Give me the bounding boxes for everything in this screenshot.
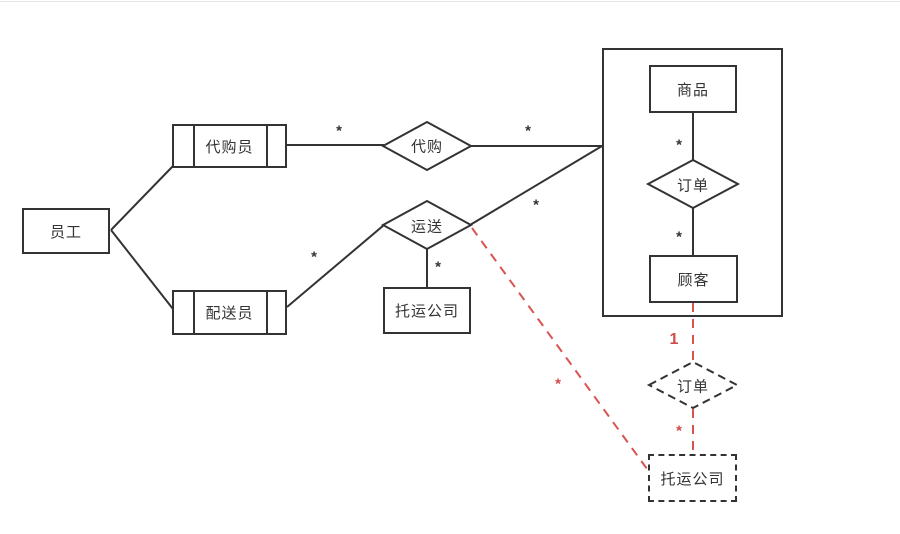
entity-shipping-company: 托运公司 <box>383 287 471 334</box>
edge-employee-purchasing-agent <box>110 165 174 231</box>
entity-customer: 顾客 <box>649 255 738 303</box>
entity-shipping-company-dashed-label: 托运公司 <box>660 470 725 488</box>
double-bar-right <box>266 292 268 333</box>
cardinality-label: * <box>676 422 682 440</box>
cardinality-label: * <box>435 258 441 276</box>
double-bar-right <box>266 126 268 166</box>
cardinality-label-one: 1 <box>669 331 679 348</box>
entity-purchasing-agent: 代购员 <box>172 124 287 168</box>
entity-delivery-agent-label: 配送员 <box>205 305 254 322</box>
entity-delivery-agent: 配送员 <box>172 290 287 335</box>
edge-delivery-agent-transport <box>286 224 385 308</box>
entity-product-label: 商品 <box>676 81 709 99</box>
double-bar-left <box>193 292 195 333</box>
entity-shipping-company-label: 托运公司 <box>394 303 459 320</box>
relationship-order-label: 订单 <box>676 177 710 195</box>
top-divider-line <box>0 1 900 2</box>
cardinality-label: * <box>676 136 682 154</box>
entity-shipping-company-dashed: 托运公司 <box>648 454 737 502</box>
cardinality-label: * <box>533 196 539 214</box>
entity-product: 商品 <box>649 65 737 113</box>
double-bar-left <box>193 126 195 166</box>
edge-employee-delivery-agent <box>110 229 174 310</box>
relationship-order-dashed-label: 订单 <box>676 378 710 396</box>
relationship-transport-label: 运送 <box>410 218 444 236</box>
entity-employee-label: 员工 <box>49 223 82 241</box>
cardinality-label: * <box>676 228 682 246</box>
relationship-purchase-label: 代购 <box>410 138 444 156</box>
cardinality-label: * <box>555 375 561 393</box>
entity-customer-label: 顾客 <box>677 271 710 289</box>
cardinality-label: * <box>336 122 342 140</box>
entity-purchasing-agent-label: 代购员 <box>205 138 254 156</box>
cardinality-label: * <box>525 122 531 140</box>
cardinality-label: * <box>311 248 317 266</box>
entity-employee: 员工 <box>22 208 110 254</box>
